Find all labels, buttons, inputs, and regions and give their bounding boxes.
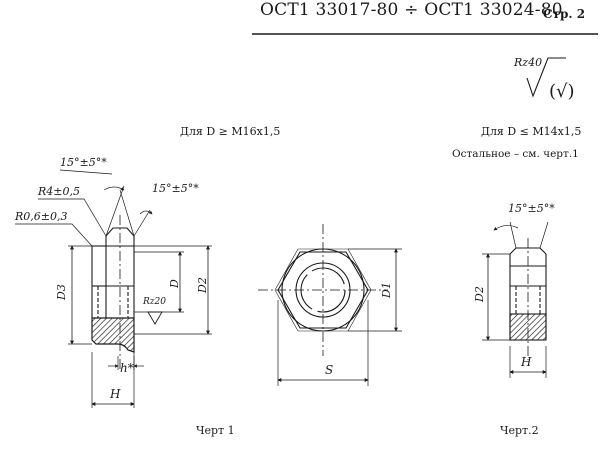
dim-h-fig2: H	[520, 355, 532, 369]
page-number: Стр. 2	[543, 7, 586, 21]
figure2-note: Остальное – см. черт.1	[452, 148, 579, 160]
angle-label-left: 15°±5°*	[60, 156, 107, 169]
dim-s: S	[325, 363, 333, 377]
dim-d2: D2	[196, 277, 209, 294]
roughness-symbol: Rz40 (√)	[513, 56, 575, 102]
dim-d3: D3	[55, 284, 68, 301]
radius-r4-label: R4±0,5	[37, 185, 80, 198]
roughness-bracket: (√)	[549, 81, 575, 102]
document-code: ОСТ1 33017-80 ÷ ОСТ1 33024-80	[260, 0, 563, 20]
dim-d1: D1	[380, 282, 393, 299]
figure1-condition: Для D ≥ М16x1,5	[180, 125, 281, 138]
figure2-label: Черт.2	[500, 424, 539, 437]
dim-h: H	[109, 387, 121, 401]
figure2-section: D2 H 15°±5°*	[473, 202, 555, 378]
dim-d: D	[168, 279, 181, 289]
radius-r06-label: R0,6±0,3	[14, 210, 68, 223]
angle-label-fig2: 15°±5°*	[508, 202, 555, 215]
dim-h-small: h*	[120, 361, 134, 375]
figure2-condition: Для D ≤ М14x1,5	[481, 125, 582, 138]
figure1-section: D3 D D2 Rz20 h* H	[14, 156, 212, 408]
dim-d2-fig2: D2	[473, 286, 486, 303]
roughness-value: Rz40	[513, 56, 542, 69]
figure1-label: Черт 1	[196, 424, 235, 437]
figure1-hex-view: S D1	[258, 224, 402, 386]
rz20-label: Rz20	[142, 297, 166, 307]
angle-label-right: 15°±5°*	[152, 182, 199, 195]
